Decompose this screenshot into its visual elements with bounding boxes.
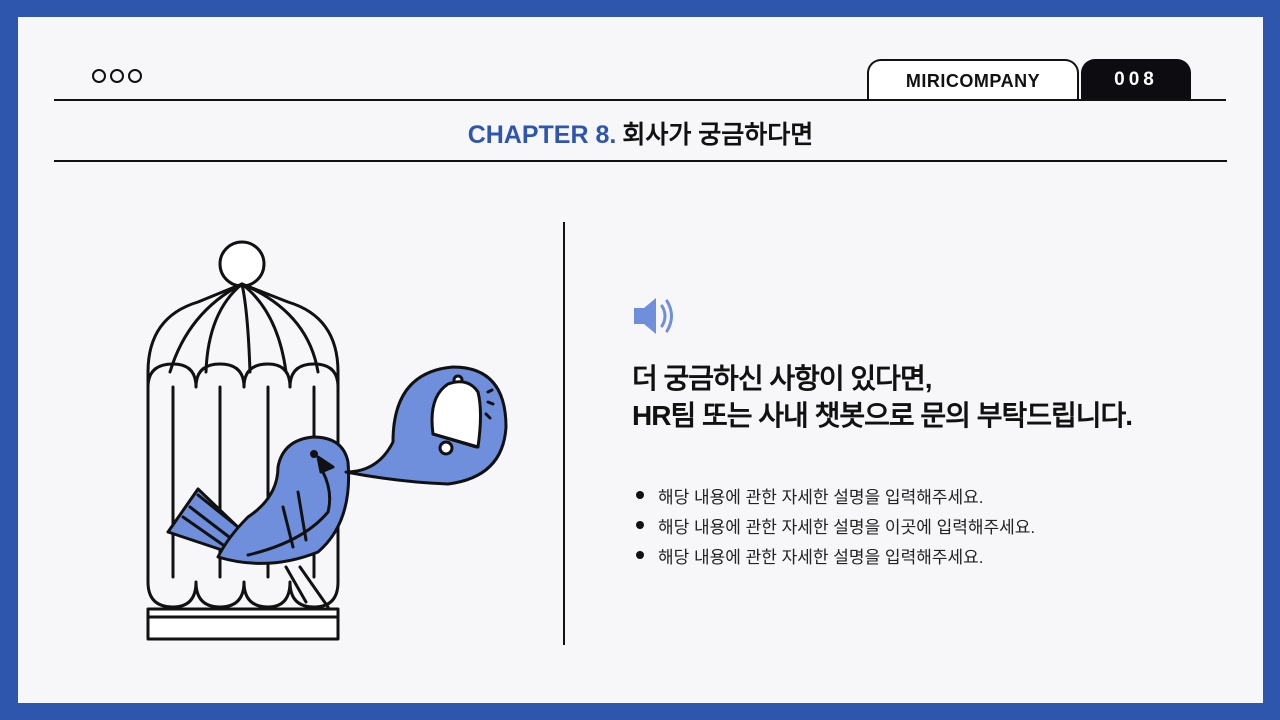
list-item: 해당 내용에 관한 자세한 설명을 입력해주세요.	[636, 480, 1035, 510]
headline-line-2: HR팀 또는 사내 챗봇으로 문의 부탁드립니다.	[632, 400, 1133, 431]
circle-icon	[92, 69, 106, 83]
chapter-label: CHAPTER 8.	[467, 121, 617, 149]
circle-icon	[110, 69, 124, 83]
bullet-icon	[636, 491, 644, 499]
bullet-icon	[636, 521, 644, 529]
company-tab: MIRICOMPANY	[867, 59, 1079, 101]
vertical-divider	[563, 222, 565, 645]
bullet-list: 해당 내용에 관한 자세한 설명을 입력해주세요. 해당 내용에 관한 자세한 …	[636, 480, 1035, 570]
headline: 더 궁금하신 사항이 있다면, HR팀 또는 사내 챗봇으로 문의 부탁드립니다…	[632, 360, 1133, 434]
header-divider-bottom	[54, 160, 1227, 162]
chapter-title: CHAPTER 8.회사가 궁금하다면	[18, 115, 1263, 151]
page-number-tab: 008	[1081, 59, 1191, 101]
circle-icon	[128, 69, 142, 83]
headline-line-1: 더 궁금하신 사항이 있다면,	[632, 363, 932, 394]
chapter-heading: 회사가 궁금하다면	[622, 121, 814, 149]
bullet-icon	[636, 551, 644, 559]
bird-cage-illustration	[128, 222, 528, 647]
header-divider-top	[54, 99, 1226, 101]
three-circles-icon	[92, 69, 142, 83]
list-item: 해당 내용에 관한 자세한 설명을 이곳에 입력해주세요.	[636, 510, 1035, 540]
slide: MIRICOMPANY 008 CHAPTER 8.회사가 궁금하다면	[18, 17, 1263, 703]
speaker-icon	[632, 296, 678, 341]
list-item: 해당 내용에 관한 자세한 설명을 입력해주세요.	[636, 540, 1035, 570]
